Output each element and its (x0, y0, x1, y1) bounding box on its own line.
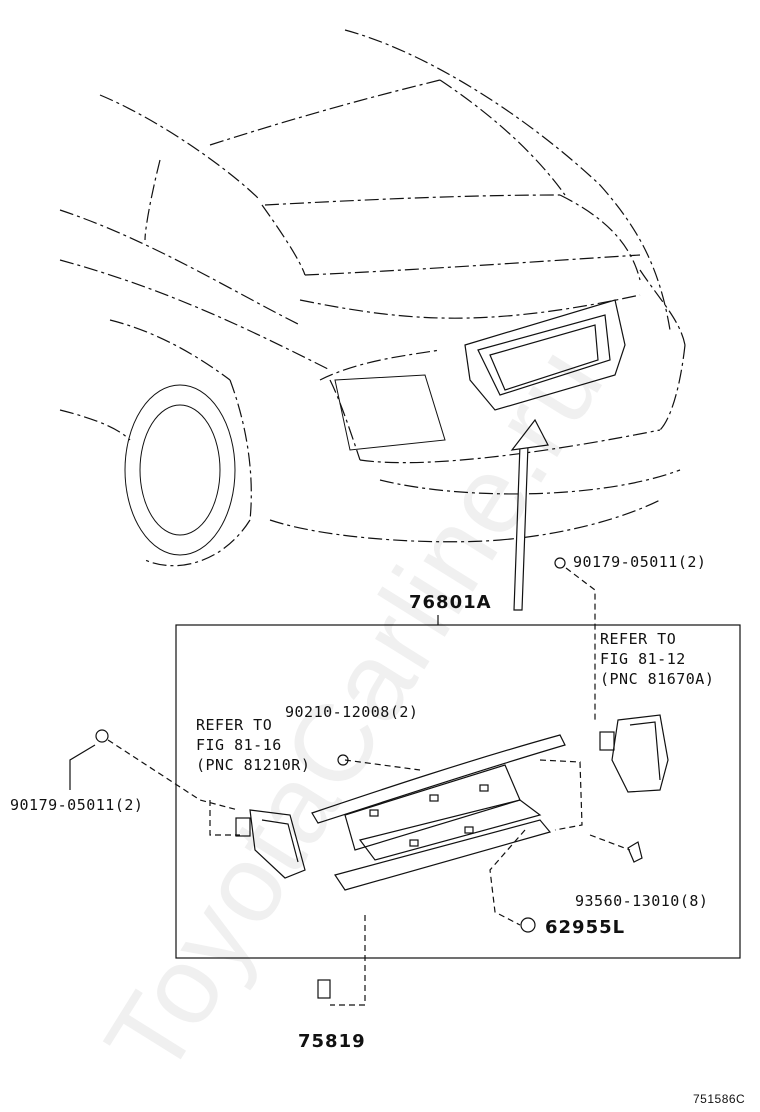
part-label-screw-center: 90210-12008(2) (285, 703, 419, 721)
part-label-bracket: 75819 (298, 1031, 366, 1052)
car-outline (59, 29, 686, 567)
arrow (510, 418, 549, 611)
assembly-box (175, 624, 741, 959)
garnish-part (311, 734, 566, 891)
ref-right-line2: FIG 81-12 (600, 650, 686, 668)
left-lamp-part (235, 809, 306, 879)
right-lamp-part (599, 714, 669, 793)
part-label-screw-right: 93560-13010(8) (575, 892, 709, 910)
leader-solid (69, 744, 96, 790)
ref-right-line3: (PNC 81670A) (600, 670, 715, 688)
fasteners (95, 557, 643, 999)
part-label-nut-left: 90179-05011(2) (10, 796, 144, 814)
ref-left-line2: FIG 81-16 (196, 736, 282, 754)
part-label-nut-top-right: 90179-05011(2) (573, 553, 707, 571)
ref-left-line3: (PNC 81210R) (196, 756, 311, 774)
leader-lines (107, 567, 631, 1006)
assembly-label: 76801A (409, 592, 492, 613)
part-label-clip: 62955L (545, 917, 626, 938)
ref-right-line1: REFER TO (600, 630, 677, 648)
car-details (124, 374, 446, 556)
diagram-id: 751586C (693, 1092, 746, 1106)
car-garnish (464, 299, 626, 411)
ref-left-line1: REFER TO (196, 716, 273, 734)
